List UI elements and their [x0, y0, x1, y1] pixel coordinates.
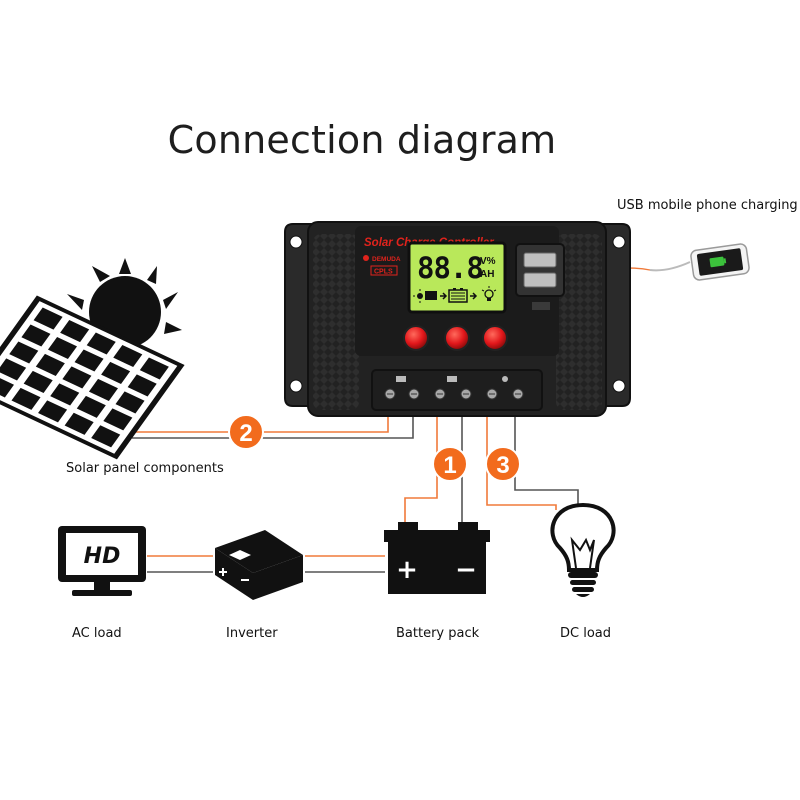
mount-hole-tr	[612, 235, 626, 249]
maker-label: DEMUDA	[372, 256, 401, 263]
usb-port-2[interactable]	[523, 272, 557, 288]
usb-cable	[649, 261, 691, 272]
diagram-title: Connection diagram	[167, 118, 557, 162]
step-1-number: 1	[443, 452, 456, 479]
model-badge	[370, 265, 398, 276]
ac-load-label: AC load	[72, 626, 122, 641]
solar-charge-controller: Solar Charge Controller DEMUDA CPLS 88.8…	[284, 221, 631, 417]
dc-load-label: DC load	[560, 626, 612, 641]
lcd-unit-top: V%	[480, 256, 496, 267]
step-badge-1: 1	[432, 446, 468, 482]
usb-port-1[interactable]	[523, 252, 557, 268]
lcd-arrow-icon	[440, 292, 448, 300]
inverter-label: Inverter	[226, 626, 278, 641]
battery-icon: + −	[384, 522, 490, 594]
battery-minus-symbol: −	[455, 555, 477, 585]
load-wire-negative	[514, 410, 579, 505]
solar-wire-negative	[132, 410, 414, 439]
battery-pack-label: Battery pack	[396, 626, 480, 641]
lcd-bulb-icon	[481, 286, 497, 301]
lcd-digits: 88.8	[417, 251, 483, 285]
lcd-battery-icon	[448, 288, 468, 303]
monitor-hd-text: HD	[84, 544, 121, 569]
right-grip	[556, 234, 602, 410]
step-3-number: 3	[496, 452, 509, 479]
solar-wire-positive	[132, 410, 389, 433]
light-bulb-icon	[550, 502, 616, 597]
lcd-arrow-icon-2	[470, 292, 478, 300]
solar-panel-icon	[0, 258, 185, 460]
mount-hole-tl	[289, 235, 303, 249]
left-grip	[313, 234, 359, 410]
battery-plus-symbol: +	[396, 555, 418, 585]
step-badge-2: 2	[228, 414, 264, 450]
lcd-sun-icon	[413, 289, 427, 303]
usb-port-housing	[515, 243, 565, 297]
maker-logo-icon	[363, 255, 369, 261]
step-2-number: 2	[239, 420, 252, 447]
mount-hole-br	[612, 379, 626, 393]
terminal-block	[371, 369, 543, 411]
phone-icon	[690, 243, 750, 281]
usb-charging-label: USB mobile phone charging	[617, 198, 798, 213]
solar-panel-label: Solar panel components	[66, 461, 224, 476]
up-button[interactable]	[444, 325, 470, 351]
solar-array	[0, 295, 185, 460]
step-badge-3: 3	[485, 446, 521, 482]
mount-hole-bl	[289, 379, 303, 393]
lcd-unit-bottom: AH	[480, 269, 494, 280]
monitor-icon: HD	[58, 526, 146, 596]
battery-wire-positive	[404, 410, 438, 528]
usb-label-plate	[532, 302, 550, 310]
terminal-screws	[384, 388, 524, 400]
lcd-panel-icon	[425, 291, 437, 300]
down-button[interactable]	[482, 325, 508, 351]
terminal-icons	[396, 376, 508, 382]
inverter-icon	[215, 530, 303, 600]
menu-button[interactable]	[403, 325, 429, 351]
phone-battery-icon	[709, 256, 725, 268]
model-label: CPLS	[374, 269, 393, 276]
